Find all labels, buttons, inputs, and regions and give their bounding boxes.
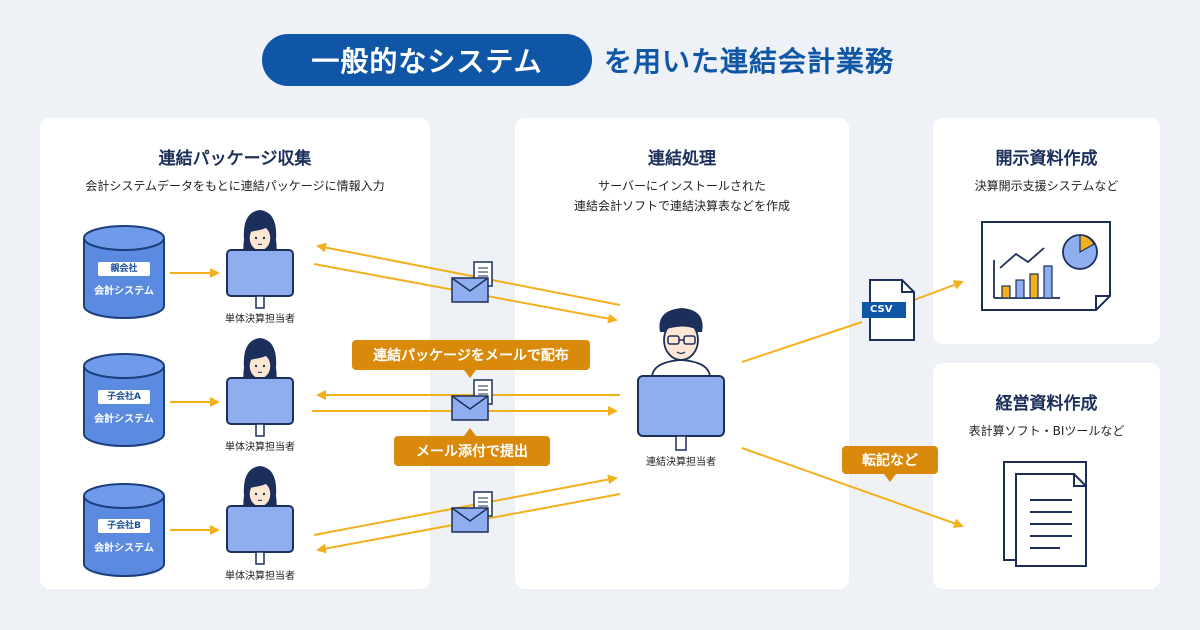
mail-icon (451, 491, 493, 533)
title-highlight-pill: 一般的なシステム (262, 34, 592, 86)
mail-icon (451, 261, 493, 303)
entity-tag: 子会社B (98, 519, 150, 533)
entity-system-label: 会計システム (94, 543, 154, 554)
csv-label: CSV (870, 304, 893, 315)
consolidation-person-icon (651, 308, 711, 379)
person-label: 単体決算担当者 (225, 442, 295, 453)
report-document-icon (1003, 461, 1087, 567)
title-rest: を用いた連結会計業務 (604, 45, 895, 78)
person-label: 単体決算担当者 (225, 314, 295, 325)
callout-submit: メール添付で提出 (394, 436, 550, 466)
consolidation-monitor-icon (637, 375, 725, 451)
monitor-icon (226, 505, 294, 565)
entity-tag: 親会社 (98, 262, 150, 276)
csv-file-icon (862, 279, 915, 341)
entity-system-label: 会計システム (94, 286, 154, 297)
panel-subtitle-line1: サーバーにインストールされた (598, 179, 766, 193)
callout-transcribe: 転記など (842, 446, 938, 474)
panel-subtitle: 決算開示支援システムなど (974, 179, 1119, 193)
panel-title: 開示資料作成 (995, 149, 1098, 169)
chart-document-icon (981, 221, 1111, 311)
panel-subtitle: 表計算ソフト・BIツールなど (968, 424, 1125, 438)
panel-subtitle-line2: 連結会計ソフトで連結決算表などを作成 (573, 199, 790, 213)
callout-distribute: 連結パッケージをメールで配布 (352, 340, 590, 370)
panel-title: 経営資料作成 (995, 394, 1098, 414)
panel-title: 連結処理 (648, 149, 716, 169)
consolidation-person-label: 連結決算担当者 (646, 457, 716, 468)
monitor-icon (226, 249, 294, 309)
entity-system-label: 会計システム (94, 414, 154, 425)
person-label: 単体決算担当者 (225, 571, 295, 582)
entity-tag: 子会社A (98, 390, 150, 404)
panel-title: 連結パッケージ収集 (158, 149, 312, 169)
panel-subtitle: 会計システムデータをもとに連結パッケージに情報入力 (85, 179, 385, 193)
monitor-icon (226, 377, 294, 437)
mail-icon (451, 379, 493, 421)
page-title: 一般的なシステム を用いた連結会計業務 (0, 32, 1200, 88)
